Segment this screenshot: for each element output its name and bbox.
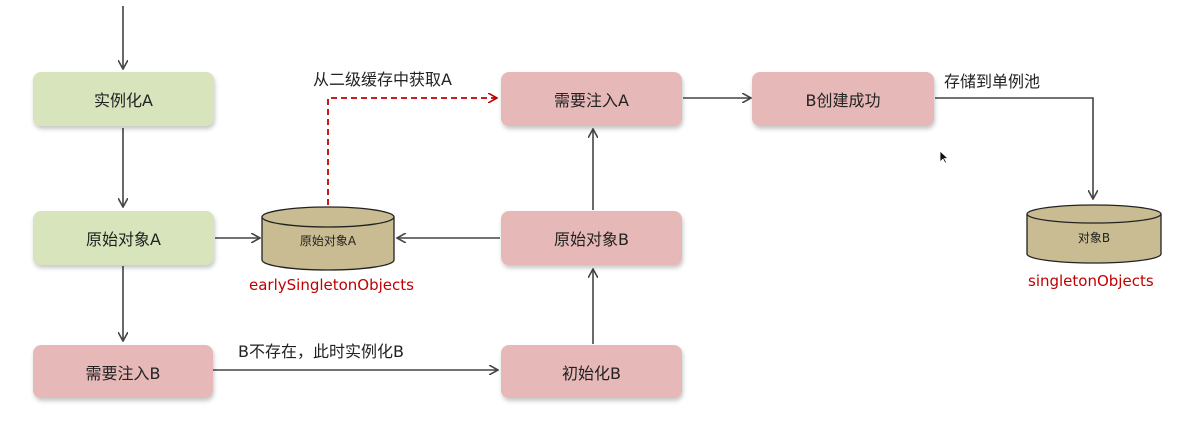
edge-label-store-to-pool: 存储到单例池 <box>944 72 1041 91</box>
dashed-arrow-early-db-to-inject-a <box>327 98 496 205</box>
init-b-node: 初始化B <box>501 345 682 398</box>
raw-object-b-node: 原始对象B <box>501 211 682 265</box>
edge-label-from-second-cache: 从二级缓存中获取A <box>313 70 452 89</box>
raw-object-a-node: 原始对象A <box>33 211 214 265</box>
arrow-b-created-to-singleton-db <box>935 97 1093 198</box>
early-db-caption: earlySingletonObjects <box>249 276 414 294</box>
singleton-db-label: 对象B <box>1077 231 1111 245</box>
singleton-db-caption: singletonObjects <box>1028 272 1154 290</box>
inject-b-node: 需要注入B <box>33 345 213 398</box>
inject-a-node: 需要注入A <box>501 72 682 126</box>
b-created-node: B创建成功 <box>752 72 934 126</box>
early-db-label: 原始对象A <box>299 234 357 248</box>
mouse-cursor-icon <box>939 150 949 164</box>
early-singleton-db <box>261 206 395 271</box>
edge-label-b-not-exist: B不存在，此时实例化B <box>238 342 404 361</box>
singleton-db <box>1026 204 1162 264</box>
instantiate-a-node: 实例化A <box>33 72 214 126</box>
